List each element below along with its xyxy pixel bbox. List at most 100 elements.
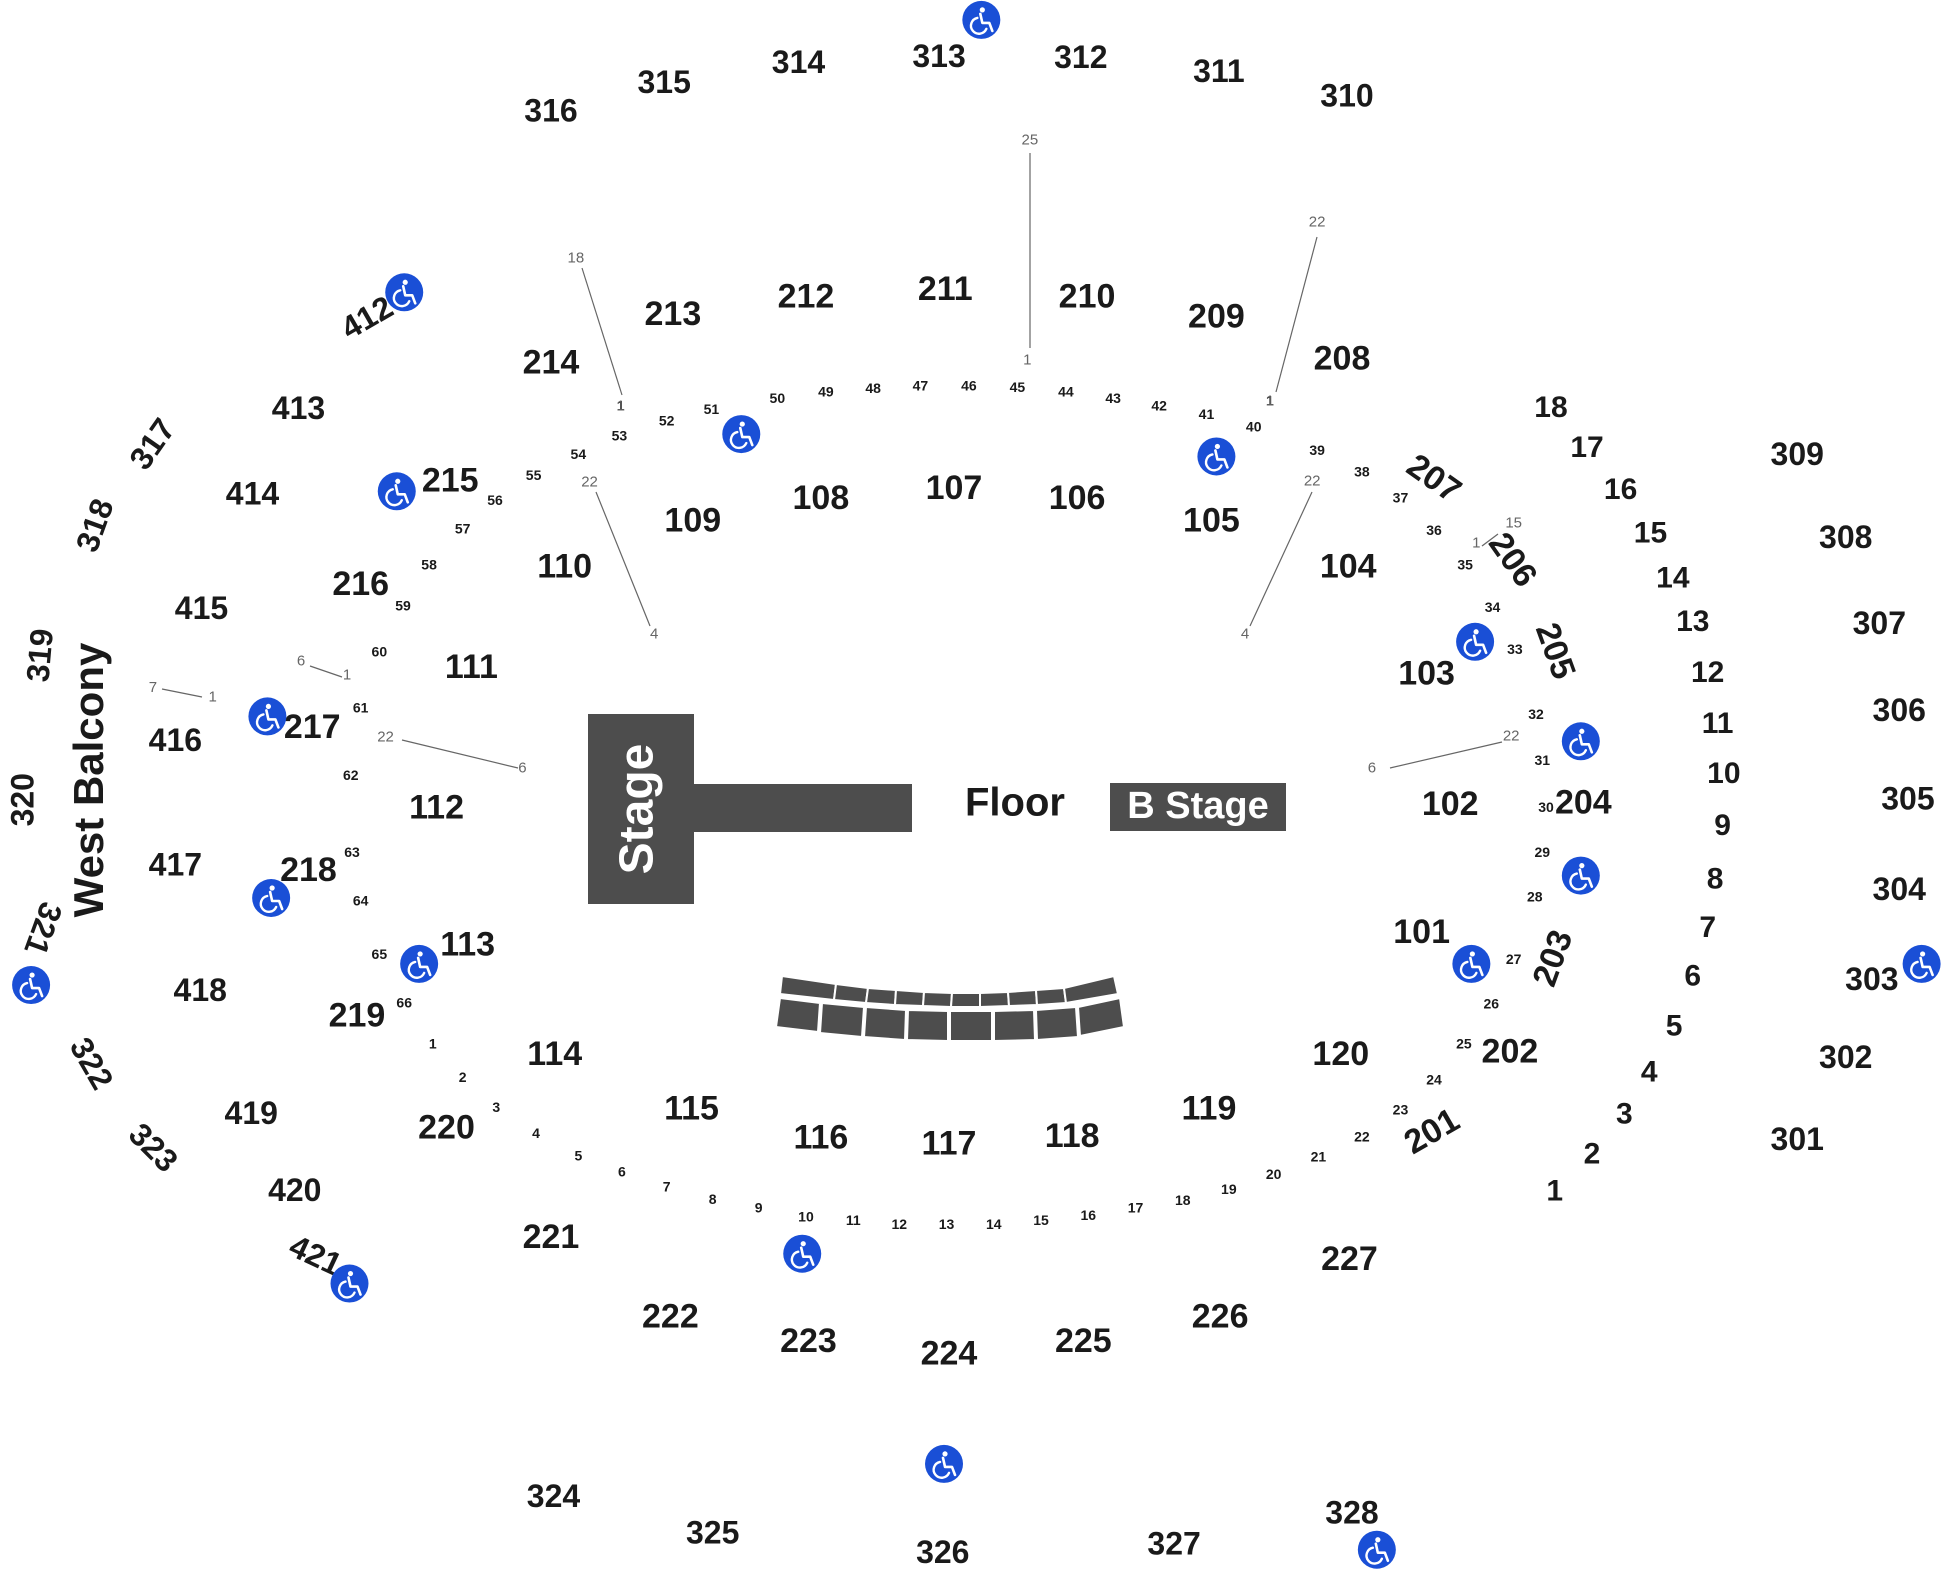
section-120[interactable]: 120	[1312, 1035, 1369, 1073]
section-107[interactable]: 107	[926, 469, 983, 507]
section-108[interactable]: 108	[793, 479, 850, 517]
section-3-gallery[interactable]: 3	[1616, 1098, 1633, 1131]
section-319[interactable]: 319	[19, 627, 60, 683]
section-5-gallery[interactable]: 5	[1666, 1009, 1683, 1042]
section-8-gallery[interactable]: 8	[1707, 863, 1724, 896]
section-320[interactable]: 320	[4, 773, 40, 826]
section-109[interactable]: 109	[664, 501, 721, 539]
section-106[interactable]: 106	[1049, 479, 1106, 517]
section-218[interactable]: 218	[280, 851, 337, 889]
section-326[interactable]: 326	[916, 1534, 969, 1570]
section-413[interactable]: 413	[272, 390, 325, 426]
section-203[interactable]: 203	[1525, 925, 1580, 991]
section-215[interactable]: 215	[422, 462, 479, 500]
section-2-gallery[interactable]: 2	[1584, 1137, 1601, 1170]
section-13-gallery[interactable]: 13	[1676, 605, 1709, 638]
section-6-gallery[interactable]: 6	[1684, 960, 1701, 993]
section-226[interactable]: 226	[1192, 1297, 1249, 1335]
section-11-gallery[interactable]: 11	[1702, 707, 1734, 740]
section-301[interactable]: 301	[1771, 1121, 1824, 1157]
section-110[interactable]: 110	[537, 547, 592, 585]
section-317[interactable]: 317	[122, 412, 182, 476]
section-102[interactable]: 102	[1422, 785, 1479, 823]
section-207[interactable]: 207	[1400, 447, 1468, 511]
section-202[interactable]: 202	[1482, 1032, 1539, 1070]
section-224[interactable]: 224	[921, 1335, 978, 1373]
b-stage[interactable]: B Stage	[1110, 783, 1286, 831]
section-417[interactable]: 417	[149, 846, 202, 882]
section-316[interactable]: 316	[524, 93, 577, 129]
section-328[interactable]: 328	[1325, 1494, 1378, 1530]
section-101[interactable]: 101	[1393, 913, 1450, 951]
section-212[interactable]: 212	[778, 277, 835, 315]
section-205[interactable]: 205	[1528, 618, 1583, 684]
section-113[interactable]: 113	[440, 925, 495, 963]
section-209[interactable]: 209	[1188, 297, 1245, 335]
section-324[interactable]: 324	[527, 1478, 581, 1514]
section-327[interactable]: 327	[1147, 1525, 1200, 1561]
section-204[interactable]: 204	[1555, 784, 1612, 822]
section-118[interactable]: 118	[1045, 1117, 1100, 1155]
section-314[interactable]: 314	[772, 44, 826, 80]
section-217[interactable]: 217	[284, 708, 341, 746]
section-221[interactable]: 221	[523, 1218, 580, 1256]
section-112[interactable]: 112	[409, 789, 464, 827]
section-116[interactable]: 116	[793, 1118, 848, 1156]
section-302[interactable]: 302	[1819, 1039, 1872, 1075]
section-306[interactable]: 306	[1873, 692, 1926, 728]
section-305[interactable]: 305	[1881, 780, 1934, 816]
section-117[interactable]: 117	[922, 1124, 977, 1162]
section-303[interactable]: 303	[1845, 961, 1898, 997]
section-304[interactable]: 304	[1873, 871, 1927, 907]
section-104[interactable]: 104	[1320, 547, 1377, 585]
section-414[interactable]: 414	[226, 476, 280, 512]
section-14-gallery[interactable]: 14	[1656, 562, 1690, 595]
section-309[interactable]: 309	[1771, 436, 1824, 472]
section-322[interactable]: 322	[63, 1031, 121, 1095]
section-10-gallery[interactable]: 10	[1707, 757, 1740, 790]
section-213[interactable]: 213	[645, 295, 702, 333]
floor-seating-blocks[interactable]	[774, 974, 1126, 1043]
section-419[interactable]: 419	[225, 1095, 278, 1131]
section-310[interactable]: 310	[1320, 78, 1373, 114]
section-308[interactable]: 308	[1819, 519, 1872, 555]
section-1-gallery[interactable]: 1	[1546, 1175, 1563, 1208]
section-415[interactable]: 415	[175, 590, 228, 626]
section-315[interactable]: 315	[637, 64, 690, 100]
section-318[interactable]: 318	[69, 494, 121, 556]
section-321[interactable]: 321	[17, 897, 69, 959]
section-311[interactable]: 311	[1193, 53, 1245, 89]
section-17-gallery[interactable]: 17	[1570, 431, 1603, 464]
floor-label[interactable]: Floor	[965, 781, 1065, 825]
section-9-gallery[interactable]: 9	[1714, 809, 1731, 842]
section-325[interactable]: 325	[686, 1514, 739, 1550]
section-216[interactable]: 216	[332, 565, 389, 603]
section-307[interactable]: 307	[1853, 605, 1906, 641]
section-323[interactable]: 323	[122, 1116, 185, 1179]
section-103[interactable]: 103	[1398, 654, 1455, 692]
section-312[interactable]: 312	[1054, 39, 1107, 75]
section-206[interactable]: 206	[1481, 526, 1545, 594]
section-418[interactable]: 418	[174, 972, 227, 1008]
section-12-gallery[interactable]: 12	[1691, 656, 1724, 689]
section-313[interactable]: 313	[912, 38, 965, 74]
section-111[interactable]: 111	[445, 648, 498, 686]
section-227[interactable]: 227	[1321, 1240, 1378, 1278]
section-219[interactable]: 219	[329, 996, 386, 1034]
section-214[interactable]: 214	[523, 343, 580, 381]
section-115[interactable]: 115	[664, 1090, 719, 1128]
main-stage[interactable]: Stage	[588, 714, 912, 904]
section-7-gallery[interactable]: 7	[1699, 911, 1716, 944]
section-16-gallery[interactable]: 16	[1604, 473, 1637, 506]
section-18-gallery[interactable]: 18	[1534, 391, 1567, 424]
section-420[interactable]: 420	[268, 1172, 321, 1208]
section-211[interactable]: 211	[918, 270, 973, 308]
section-119[interactable]: 119	[1182, 1090, 1237, 1128]
section-210[interactable]: 210	[1059, 277, 1116, 315]
section-4-gallery[interactable]: 4	[1641, 1055, 1658, 1088]
section-225[interactable]: 225	[1055, 1322, 1112, 1360]
section-220[interactable]: 220	[418, 1108, 475, 1146]
section-416[interactable]: 416	[149, 722, 202, 758]
section-223[interactable]: 223	[780, 1322, 837, 1360]
section-15-gallery[interactable]: 15	[1634, 517, 1667, 550]
